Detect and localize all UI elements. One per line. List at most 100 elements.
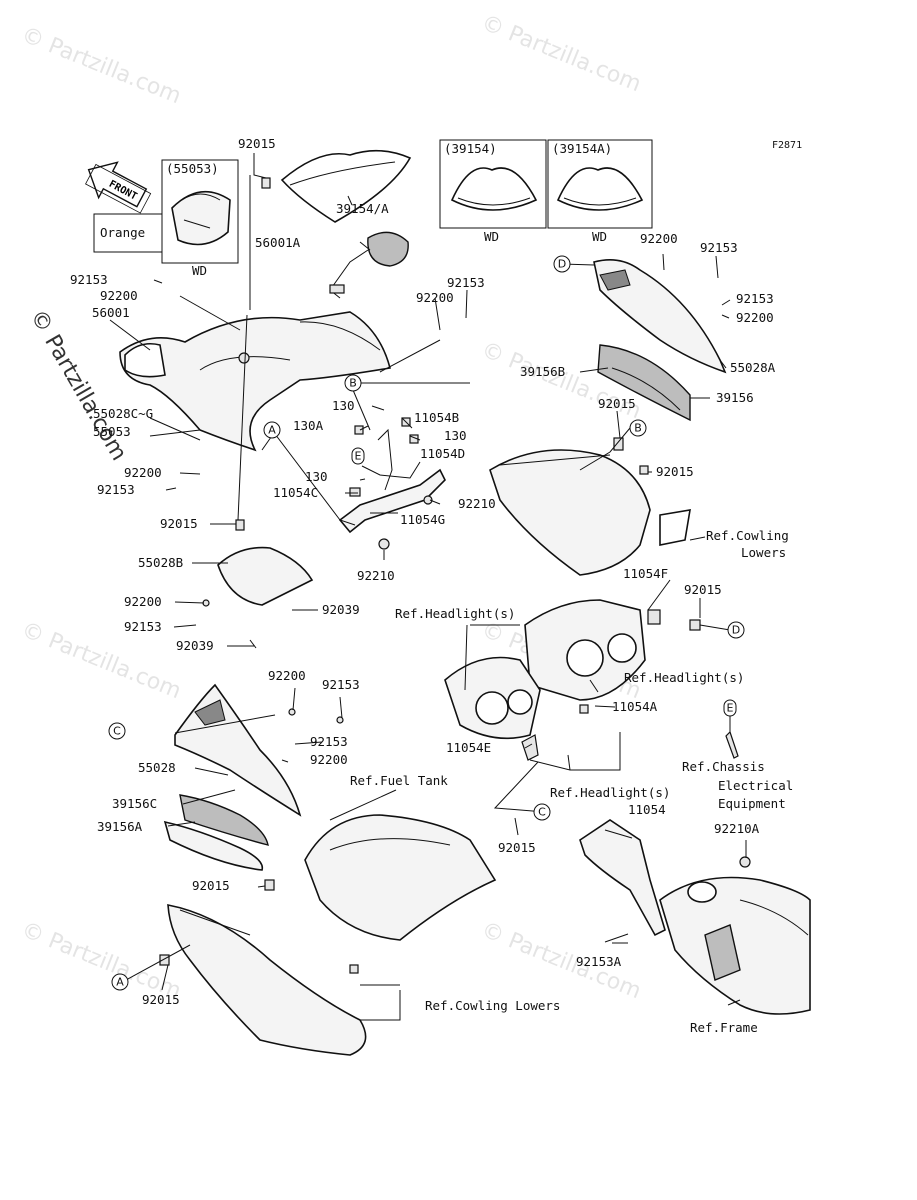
- part-label: 39156A: [97, 819, 143, 834]
- headlight-front: [444, 656, 589, 761]
- part-label: Ref.Fuel Tank: [350, 773, 448, 788]
- middle-cowl-right: [489, 437, 691, 576]
- part-label: 92153: [736, 291, 774, 306]
- part-label: 92200: [736, 310, 774, 325]
- part-label: 92210A: [714, 821, 760, 836]
- part-label: 92015: [684, 582, 722, 597]
- lower-cowl-bottom: [159, 904, 367, 1056]
- part-label: 92015: [656, 464, 694, 479]
- windshield-box-1: (39154) WD: [439, 139, 547, 244]
- part-label: 39154/A: [336, 201, 389, 216]
- part-label: 92015: [598, 396, 636, 411]
- lower-panel-55028b: [202, 519, 314, 649]
- part-label: 92015: [142, 992, 180, 1007]
- bubble-d: D: [558, 258, 566, 271]
- upper-cowl-part: [119, 311, 391, 452]
- part-label: Ref.Cowling Lowers: [425, 998, 560, 1013]
- bubble-b: B: [634, 422, 642, 435]
- part-label: Lowers: [741, 545, 786, 560]
- bubble-e: E: [727, 702, 734, 715]
- e-clip-part: [725, 730, 739, 759]
- orange-label: Orange: [100, 225, 145, 240]
- part-label: 11054D: [420, 446, 465, 461]
- part-label: 92210: [357, 568, 395, 583]
- part-labels: 92015 39154/A 56001A 92153 92200 56001 9…: [70, 136, 793, 1035]
- part-label: 55053: [93, 424, 131, 439]
- inset-55053: (55053) Orange WD: [93, 159, 239, 278]
- part-label: 39156C: [112, 796, 157, 811]
- side-cowl-55028a: [593, 259, 727, 422]
- bubble-b: B: [349, 377, 357, 390]
- part-label: 92153: [70, 272, 108, 287]
- watermark: © Partzilla.com: [478, 10, 645, 97]
- part-label: Equipment: [718, 796, 786, 811]
- inset-title: (55053): [166, 161, 219, 176]
- ws1-title: (39154): [444, 141, 497, 156]
- part-label: Ref.Chassis: [682, 759, 765, 774]
- bubble-a: A: [268, 424, 276, 437]
- wd-label-1: WD: [484, 229, 499, 244]
- part-label: 92200: [640, 231, 678, 246]
- part-label: 55028B: [138, 555, 183, 570]
- part-label: 92153A: [576, 954, 622, 969]
- part-label: 92039: [322, 602, 360, 617]
- part-label: 130: [305, 469, 328, 484]
- part-label: 11054F: [623, 566, 668, 581]
- part-label: 92200: [124, 465, 162, 480]
- headlight-rear: [524, 599, 701, 701]
- part-label: 55028C~G: [93, 406, 153, 421]
- part-label: 92153: [97, 482, 135, 497]
- part-label: 92200: [100, 288, 138, 303]
- part-label: 92210: [458, 496, 496, 511]
- part-label: 56001A: [255, 235, 301, 250]
- bracket-assembly: [338, 417, 446, 550]
- windshield-part: [261, 149, 412, 223]
- part-label: 11054C: [273, 485, 318, 500]
- frame-part: [659, 876, 811, 1015]
- part-label: Ref.Cowling: [706, 528, 789, 543]
- part-label: 11054B: [414, 410, 459, 425]
- part-label: Ref.Headlight(s): [395, 606, 515, 621]
- part-label: 11054G: [400, 512, 445, 527]
- bubble-e: E: [355, 450, 362, 463]
- watermark: © Partzilla.com: [18, 22, 185, 109]
- fuel-tank-cowl: [304, 814, 497, 941]
- bubble-d: D: [732, 624, 740, 637]
- bubbles: A B E D B D E C C A: [108, 255, 745, 991]
- watermark-side: © Partzilla.com: [25, 306, 132, 466]
- part-label: 39156B: [520, 364, 565, 379]
- front-arrow: FRONT: [85, 161, 152, 214]
- part-label: 130: [444, 428, 467, 443]
- part-label: 92200: [310, 752, 348, 767]
- part-label: 92153: [700, 240, 738, 255]
- wd-label-2: WD: [592, 229, 607, 244]
- part-label: 92015: [192, 878, 230, 893]
- bubble-c: C: [113, 725, 121, 738]
- part-label: 11054E: [446, 740, 491, 755]
- bubble-c: C: [538, 806, 546, 819]
- part-label: 92153: [447, 275, 485, 290]
- frame-bracket-11054: [579, 819, 751, 943]
- part-label: 55028: [138, 760, 176, 775]
- part-label: Electrical: [718, 778, 793, 793]
- part-label: 130: [332, 398, 355, 413]
- part-label: 92153: [310, 734, 348, 749]
- part-label: 92015: [238, 136, 276, 151]
- windshield-box-2: (39154A) WD: [547, 139, 653, 244]
- part-label: 92153: [124, 619, 162, 634]
- part-label: Ref.Headlight(s): [624, 670, 744, 685]
- figure-code: F2871: [772, 140, 802, 151]
- part-label: 39156: [716, 390, 754, 405]
- part-label: 55028A: [730, 360, 776, 375]
- part-label: 92153: [322, 677, 360, 692]
- part-label: 92015: [498, 840, 536, 855]
- part-label: 92200: [268, 668, 306, 683]
- part-label: 130A: [293, 418, 324, 433]
- part-label: 92200: [416, 290, 454, 305]
- part-label: 92039: [176, 638, 214, 653]
- part-label: Ref.Headlight(s): [550, 785, 670, 800]
- part-label: Ref.Frame: [690, 1020, 758, 1035]
- mirror-part: [329, 231, 409, 299]
- part-label: 11054: [628, 802, 666, 817]
